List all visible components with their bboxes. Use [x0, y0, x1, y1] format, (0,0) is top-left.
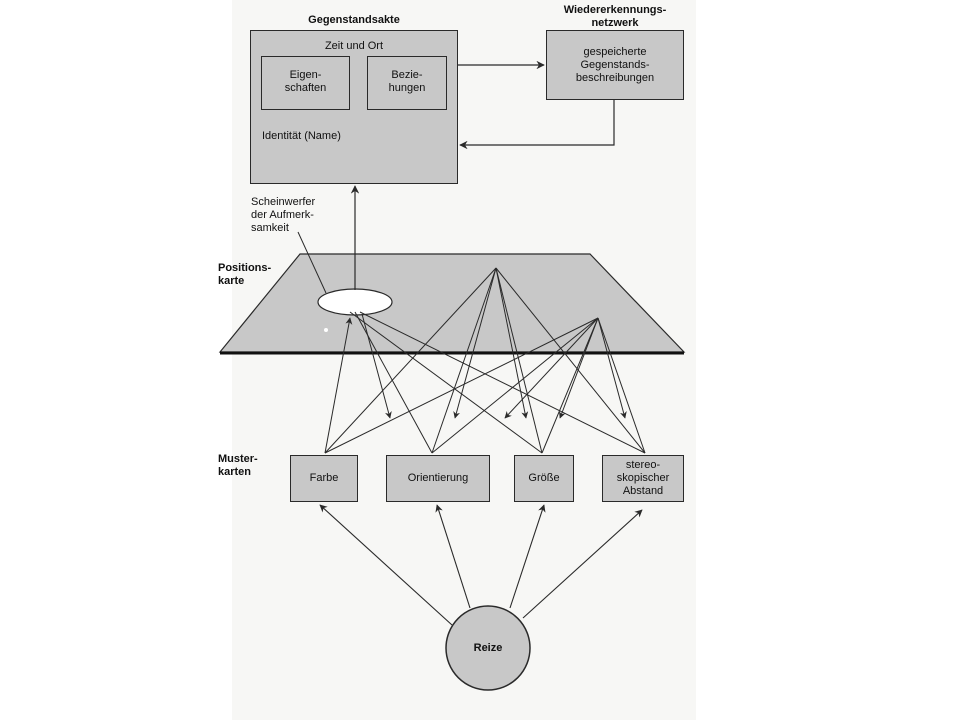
farbe-box	[290, 455, 358, 502]
beziehungen-box	[367, 56, 447, 110]
arrow-network-to-file	[459, 100, 615, 150]
orientierung-label: Orientierung	[407, 472, 469, 484]
farbe-label: Farbe	[309, 472, 339, 484]
position-map-label: Positions- karte	[218, 262, 272, 287]
eigenschaften-box	[261, 56, 350, 110]
position-map-dot	[324, 328, 328, 332]
reize-label: Reize	[473, 642, 503, 654]
arrow-reize-groesse	[509, 504, 546, 609]
zeit-und-ort-label: Zeit und Ort	[324, 40, 384, 52]
arrow-reize-stereo	[522, 509, 643, 619]
identitaet-label: Identität (Name)	[262, 130, 341, 142]
attention-spotlight	[317, 288, 393, 316]
object-file-title: Gegenstandsakte	[308, 14, 400, 26]
arrow-reize-farbe	[319, 504, 453, 626]
beziehungen-label: Bezie- hungen	[388, 69, 426, 94]
stereo-box	[602, 455, 684, 502]
feature-connections	[324, 267, 646, 454]
spotlight-label: Scheinwerfer der Aufmerk- samkeit	[251, 196, 316, 234]
orientierung-box	[386, 455, 490, 502]
arrow-reize-orientierung	[435, 504, 471, 609]
spotlight-pointer	[297, 231, 327, 294]
feature-maps-label: Muster- karten	[218, 453, 258, 478]
gespeicherte-label: gespeicherte Gegenstands- beschreibungen	[575, 46, 655, 84]
groesse-label: Größe	[528, 472, 560, 484]
eigenschaften-label: Eigen- schaften	[284, 69, 327, 94]
reize-circle	[445, 605, 531, 691]
recognition-network-title: Wiedererkennungs- netzwerk	[563, 4, 667, 29]
stereo-label: stereo- skopischer Abstand	[616, 459, 670, 497]
groesse-box	[514, 455, 574, 502]
recognition-network-box	[546, 30, 684, 100]
